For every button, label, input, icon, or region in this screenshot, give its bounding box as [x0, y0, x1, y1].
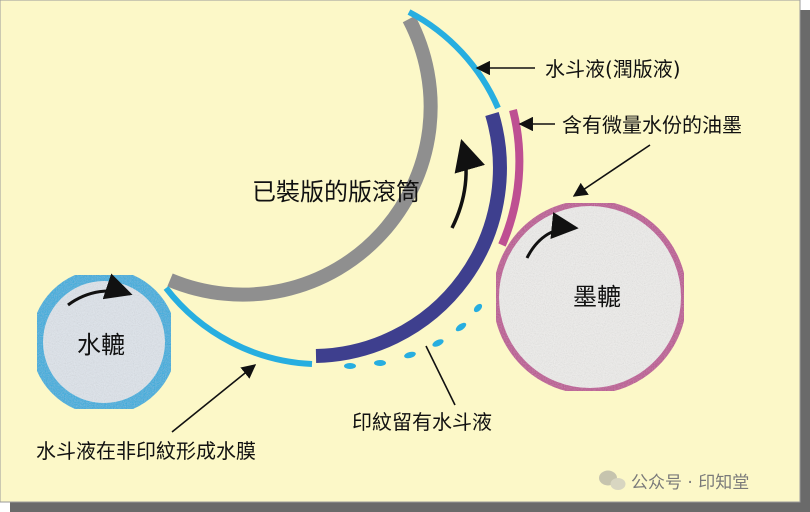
plate-rotation-arrow: [450, 138, 485, 229]
ink-with-water-label: 含有微量水份的油墨: [562, 113, 742, 137]
ink-roller-label: 墨轆: [573, 283, 621, 311]
fountain-solution-layer-lower: [163, 286, 313, 367]
leader-ink-roller: [572, 144, 651, 197]
wechat-icon: [599, 470, 626, 490]
watermark-text: 公众号 · 印知堂: [631, 473, 749, 493]
image-area-band: [315, 111, 507, 363]
solution-droplets: [344, 303, 483, 369]
ink-roller: [493, 200, 687, 394]
plate-cylinder-label: 已裝版的版滾筒: [252, 178, 420, 206]
water-roller-label: 水轆: [77, 331, 125, 359]
ink-layer: [498, 109, 524, 247]
fountain-solution-label: 水斗液(潤版液): [545, 57, 681, 81]
ink-roller-rotation-arrow: [525, 212, 579, 259]
leader-image-retains-solution: [425, 345, 456, 406]
plate-arc: [167, 15, 438, 302]
fountain-solution-layer-upper: [407, 9, 501, 110]
leader-non-image-film: [171, 364, 257, 433]
water-roller-rotation-arrow: [67, 273, 133, 307]
image-retains-solution-label: 印紋留有水斗液: [352, 410, 492, 434]
non-image-film-label: 水斗液在非印紋形成水膜: [36, 439, 256, 463]
